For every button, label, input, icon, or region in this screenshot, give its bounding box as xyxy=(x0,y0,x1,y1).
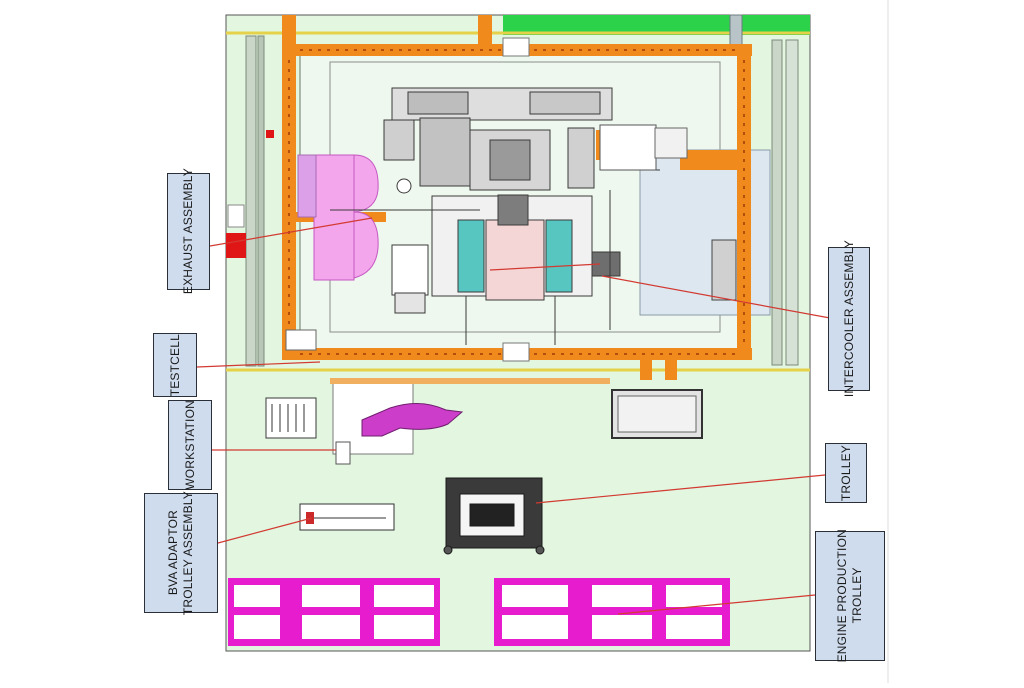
label-bva-line1: BVA ADAPTOR xyxy=(166,510,180,596)
workstation-rack xyxy=(265,397,317,439)
label-workstation-text: WORKSTATION xyxy=(182,400,197,490)
leader-lines xyxy=(196,217,831,615)
engine-production-trolley-right xyxy=(494,578,730,646)
trolley-unit xyxy=(443,477,545,555)
label-trolley-text: TROLLEY xyxy=(838,444,853,502)
label-exhaust-text: EXHAUST ASSEMBLY xyxy=(181,168,195,295)
label-exhaust-assembly: EXHAUST ASSEMBLY xyxy=(167,168,210,295)
engine-assembly xyxy=(330,87,660,345)
label-workstation: WORKSTATION xyxy=(168,400,212,490)
engine-production-trolley-left xyxy=(228,578,440,646)
label-intercooler-text: INTERCOOLER ASSEMBLY xyxy=(841,240,856,398)
exhaust-red-block xyxy=(226,233,246,258)
operator-figure xyxy=(361,403,464,437)
label-testcell: TESTCELL xyxy=(153,333,197,397)
exhaust-fans xyxy=(307,154,379,281)
label-bva-line2: TROLLEY ASSEMBLY xyxy=(181,490,195,616)
label-testcell-text: TESTCELL xyxy=(167,333,182,397)
label-engine-line2: TROLLEY xyxy=(850,567,864,625)
label-bva-adaptor: BVA ADAPTOR TROLLEY ASSEMBLY xyxy=(144,490,218,616)
label-engine-production-trolley: ENGINE PRODUCTION TROLLEY xyxy=(815,529,885,663)
label-trolley: TROLLEY xyxy=(825,443,867,503)
label-intercooler-assembly: INTERCOOLER ASSEMBLY xyxy=(828,240,870,398)
label-engine-line1: ENGINE PRODUCTION xyxy=(835,529,849,663)
bva-trolley xyxy=(299,503,395,531)
